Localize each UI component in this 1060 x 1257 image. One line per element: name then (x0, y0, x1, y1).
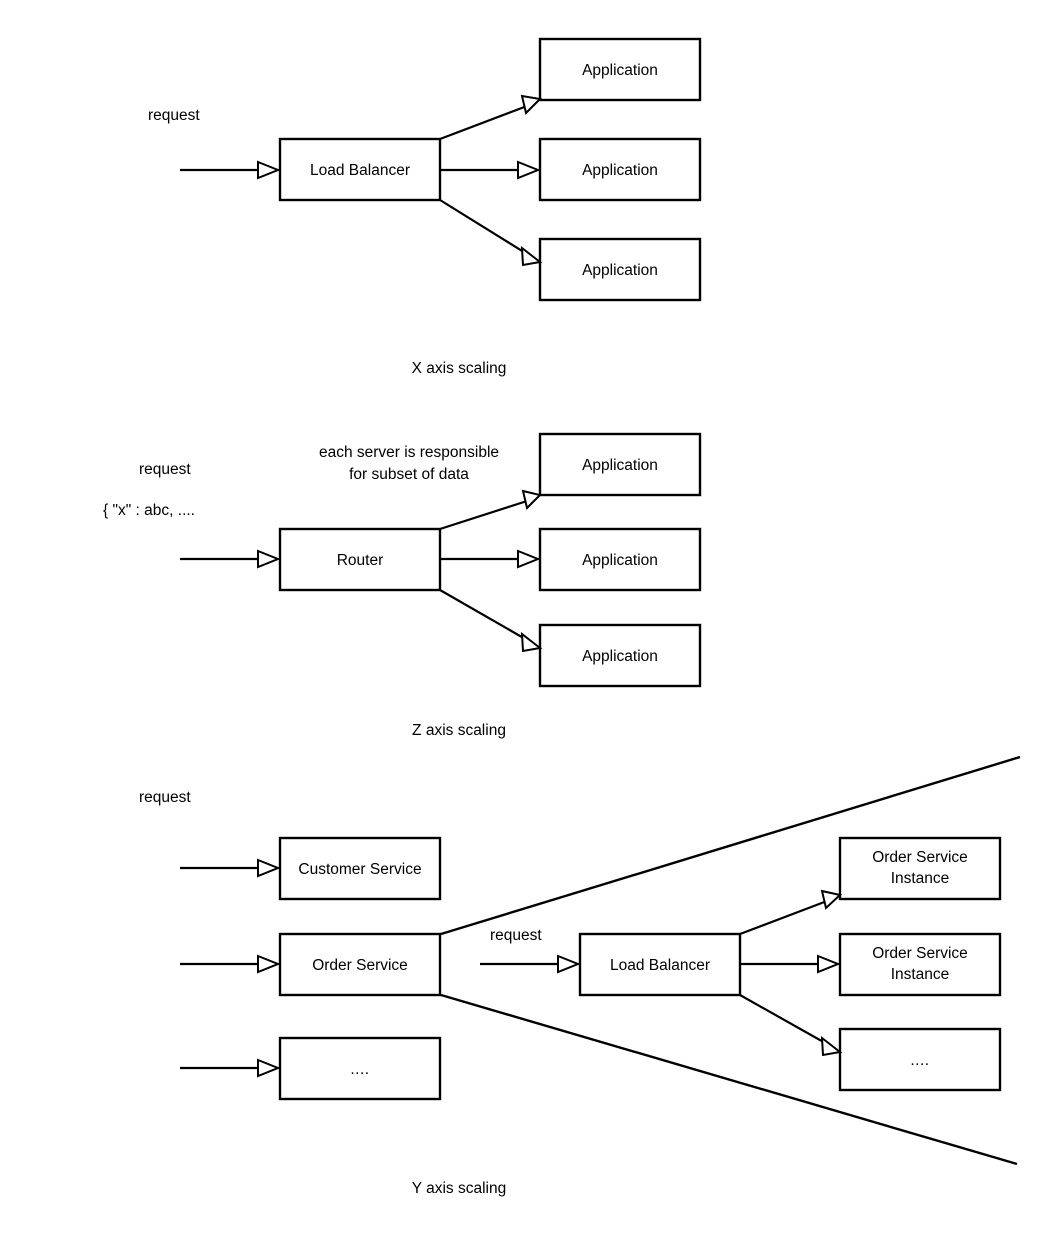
node-application-z-3[interactable] (538, 623, 702, 688)
node-customer-service-label: Customer Service (298, 861, 421, 878)
section-y-axis-scaling: request Customer Service Order Service .… (139, 755, 1021, 1197)
node-load-balancer-y-label: Load Balancer (610, 957, 710, 974)
node-application-x-2-label: Application (582, 162, 658, 179)
edge-lb-to-instance3-y (739, 994, 828, 1045)
edge-lb-to-instance3-y-head (820, 1035, 843, 1057)
zoom-cone-lower-line (440, 993, 1018, 1166)
node-router-z-label: Router (337, 552, 384, 569)
edge-lb-to-instance1-y-head (820, 889, 843, 910)
node-application-x-3-label: Application (582, 262, 658, 279)
payload-label-z: { "x" : abc, .... (103, 502, 195, 519)
edge-router-to-app3-z-head (520, 631, 543, 653)
node-order-service-instance-1-line2: Instance (891, 870, 950, 887)
edge-lb-to-app1-x-head (520, 94, 543, 115)
incoming-arrow-head-z (257, 549, 281, 569)
edge-lb-to-app1-x (439, 104, 528, 141)
node-other-service-label: .... (350, 1061, 369, 1078)
node-order-service-instance-3-label: .... (910, 1052, 929, 1069)
node-application-x-2[interactable] (538, 137, 702, 202)
node-order-service[interactable] (278, 932, 442, 997)
incoming-arrow-head-other-service (257, 1058, 281, 1078)
node-application-z-2-label: Application (582, 552, 658, 569)
edge-router-to-app2-z-head (517, 549, 541, 569)
edge-router-to-app1-z-head (521, 489, 542, 510)
note-subset-line2: for subset of data (349, 466, 469, 483)
incoming-arrow-head-x (257, 160, 281, 180)
node-application-z-1-label: Application (582, 457, 658, 474)
request-label-y-zoom: request (490, 927, 542, 944)
node-application-x-3[interactable] (538, 237, 702, 302)
edge-lb-to-app3-x (439, 199, 528, 255)
node-order-service-instance-3[interactable] (838, 1027, 1002, 1092)
request-label-x: request (148, 107, 200, 124)
node-other-service[interactable] (278, 1036, 442, 1101)
incoming-arrow-head-customer-service (257, 858, 281, 878)
node-order-service-instance-2-line1: Order Service (872, 945, 968, 962)
edge-lb-to-app2-x-head (517, 160, 541, 180)
node-order-service-instance-1[interactable] (838, 836, 1002, 901)
caption-z-axis-scaling: Z axis scaling (412, 722, 506, 739)
edge-lb-to-instance1-y (739, 899, 828, 936)
incoming-arrow-head-y-lb (557, 954, 581, 974)
caption-x-axis-scaling: X axis scaling (412, 360, 507, 377)
node-router-z[interactable] (278, 527, 442, 592)
node-customer-service[interactable] (278, 836, 442, 901)
node-application-z-2[interactable] (538, 527, 702, 592)
zoom-cone-upper-line (440, 755, 1021, 936)
request-label-z: request (139, 461, 191, 478)
section-x-axis-scaling: request Load Balancer Application Applic… (148, 37, 702, 377)
node-load-balancer-x-label: Load Balancer (310, 162, 410, 179)
node-order-service-instance-1-line1: Order Service (872, 849, 968, 866)
node-application-x-1[interactable] (538, 37, 702, 102)
section-z-axis-scaling: request { "x" : abc, .... each server is… (103, 432, 702, 739)
node-application-z-1[interactable] (538, 432, 702, 497)
edge-lb-to-app3-x-head (520, 245, 543, 267)
edge-router-to-app3-z (439, 589, 528, 641)
node-order-service-instance-2-line2: Instance (891, 966, 950, 983)
edge-lb-to-instance2-y-head (817, 954, 841, 974)
node-order-service-label: Order Service (312, 957, 408, 974)
node-order-service-instance-2[interactable] (838, 932, 1002, 997)
node-application-z-3-label: Application (582, 648, 658, 665)
caption-y-axis-scaling: Y axis scaling (412, 1180, 506, 1197)
edge-router-to-app1-z (439, 499, 528, 531)
node-application-x-1-label: Application (582, 62, 658, 79)
request-label-y: request (139, 789, 191, 806)
incoming-arrow-head-order-service (257, 954, 281, 974)
note-subset-line1: each server is responsible (319, 444, 499, 461)
